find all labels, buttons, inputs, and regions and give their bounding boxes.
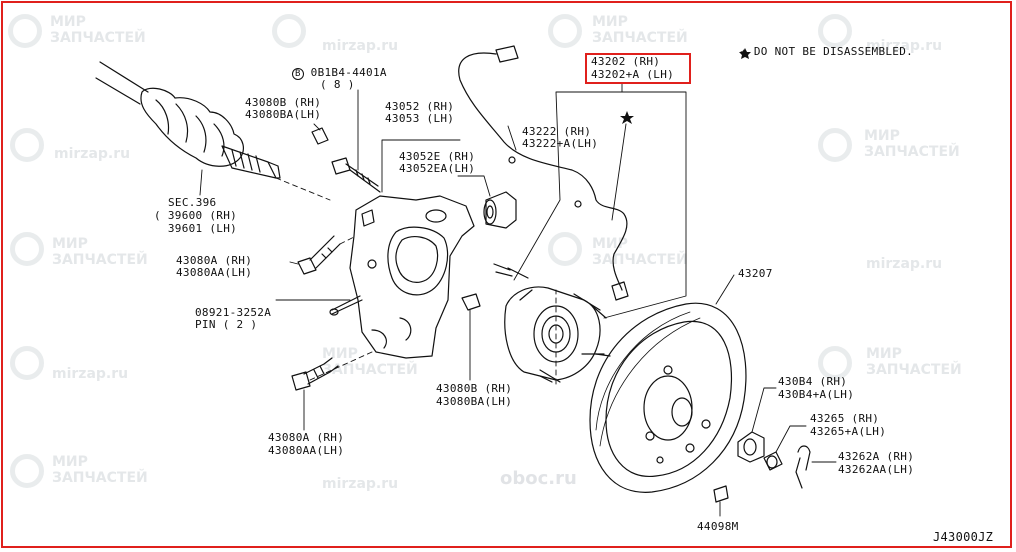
watermark-brand: МИР ЗАПЧАСТЕЙ (592, 14, 688, 46)
hub-bearing (493, 263, 611, 383)
watermark-logo-icon (548, 232, 582, 266)
watermark-corner: oboc.ru (500, 468, 577, 489)
leader-line (309, 351, 373, 381)
label-43222a[interactable]: 43222+A(LH) (522, 137, 599, 150)
label-43080a-bot-rh[interactable]: 43080A (RH) (268, 431, 345, 444)
watermark-logo-icon (10, 454, 44, 488)
watermark-logo-icon (8, 14, 42, 48)
watermark-brand: МИР ЗАПЧАСТЕЙ (866, 346, 962, 378)
label-43080b-mid-rh[interactable]: 43080B (RH) (436, 382, 513, 395)
label-43080b-top-rh[interactable]: 43080B (RH) (245, 96, 322, 109)
leader-line (507, 125, 517, 151)
watermark-logo-icon (818, 346, 852, 380)
label-39600: ( 39600 (RH) (154, 209, 238, 222)
leader-line (751, 387, 777, 433)
cotter-pin (795, 445, 811, 489)
watermark-logo-icon (272, 14, 306, 48)
leader-line (199, 169, 203, 196)
watermark-brand: МИР ЗАПЧАСТЕЙ (322, 346, 418, 378)
label-44098m[interactable]: 44098M (697, 520, 739, 533)
watermark-site: mirzap.ru (54, 146, 131, 162)
bolt-43080a-top (297, 235, 341, 275)
label-43262aa-lh[interactable]: 43262AA(LH) (838, 463, 915, 476)
watermark-brand: МИР ЗАПЧАСТЕЙ (592, 236, 688, 268)
cotter-pin-small (329, 295, 363, 316)
label-43080b-mid-lh[interactable]: 43080BA(LH) (436, 395, 513, 408)
star-icon (620, 111, 634, 124)
star-icon (739, 48, 751, 59)
leader-line (611, 123, 627, 221)
watermark-brand: МИР ЗАПЧАСТЕЙ (52, 454, 148, 486)
bolt-0b1b4 (331, 157, 381, 193)
label-430b4-rh[interactable]: 430B4 (RH) (778, 375, 848, 388)
label-43202-rh[interactable]: 43202 (RH) (591, 55, 661, 68)
leader-line (603, 91, 687, 319)
leader-line (513, 91, 623, 281)
steering-knuckle (349, 195, 475, 359)
watermark-site: mirzap.ru (866, 38, 943, 54)
leader-line (457, 175, 491, 197)
label-43222[interactable]: 43222 (RH) (522, 125, 592, 138)
watermark-brand: МИР ЗАПЧАСТЕЙ (52, 236, 148, 268)
label-43052e[interactable]: 43052E (RH) (399, 150, 476, 163)
label-43202-lh[interactable]: 43202+A (LH) (591, 68, 675, 81)
label-430b4-lh[interactable]: 430B4+A(LH) (778, 388, 855, 401)
label-43053[interactable]: 43053 (LH) (385, 112, 455, 125)
highlight-box (585, 53, 691, 84)
diagram-code: J43000JZ (933, 530, 994, 544)
label-43207[interactable]: 43207 (738, 267, 773, 280)
label-43262a-rh[interactable]: 43262A (RH) (838, 450, 915, 463)
brake-rotor (589, 302, 747, 493)
label-sec396[interactable]: SEC.396 (168, 196, 217, 209)
leader-line (289, 261, 299, 265)
bolt-43080a-bot (291, 357, 339, 391)
watermark-brand: МИР ЗАПЧАСТЕЙ (50, 14, 146, 46)
label-43080a-bot-lh[interactable]: 43080AA(LH) (268, 444, 345, 457)
watermark-logo-icon (818, 14, 852, 48)
bushing-part (483, 191, 517, 229)
watermark-logo-icon (10, 232, 44, 266)
watermark-logo-icon (548, 14, 582, 48)
bolt-43080b-mid (461, 293, 481, 311)
leader-line (381, 139, 461, 193)
leader-line (775, 425, 807, 453)
label-0b1b4[interactable]: B 0B1B4-4401A (292, 67, 387, 80)
abs-sensor (458, 45, 629, 301)
label-43080b-top-lh[interactable]: 43080BA(LH) (245, 108, 322, 121)
clip-part (311, 123, 329, 145)
label-08921[interactable]: 08921-3252A (195, 306, 272, 319)
nut-cap (763, 451, 783, 471)
label-39601: 39601 (LH) (154, 222, 238, 235)
label-43265-lh[interactable]: 43265+A(LH) (810, 425, 887, 438)
leader-line (339, 235, 357, 245)
leader-line (275, 177, 331, 201)
watermark-site: mirzap.ru (52, 366, 129, 382)
label-43052[interactable]: 43052 (RH) (385, 100, 455, 113)
watermark-site: mirzap.ru (322, 476, 399, 492)
leader-line (715, 274, 735, 305)
label-43080a-top-lh[interactable]: 43080AA(LH) (176, 266, 253, 279)
watermark-logo-icon (10, 346, 44, 380)
label-43265-rh[interactable]: 43265 (RH) (810, 412, 880, 425)
watermark-brand: МИР ЗАПЧАСТЕЙ (864, 128, 960, 160)
watermark-site: mirzap.ru (866, 256, 943, 272)
watermark-logo-icon (10, 128, 44, 162)
hub-nut (737, 431, 765, 463)
plug-part (713, 485, 729, 503)
label-43052ea[interactable]: 43052EA(LH) (399, 162, 476, 175)
label-43080a-top-rh[interactable]: 43080A (RH) (176, 254, 253, 267)
label-pin-qty: PIN ( 2 ) (195, 318, 258, 331)
watermark-logo-icon (818, 128, 852, 162)
label-0b1b4-qty: ( 8 ) (320, 78, 355, 91)
watermark-site: mirzap.ru (322, 38, 399, 54)
note-text: ★ DO NOT BE DISASSEMBLED. (740, 45, 914, 58)
